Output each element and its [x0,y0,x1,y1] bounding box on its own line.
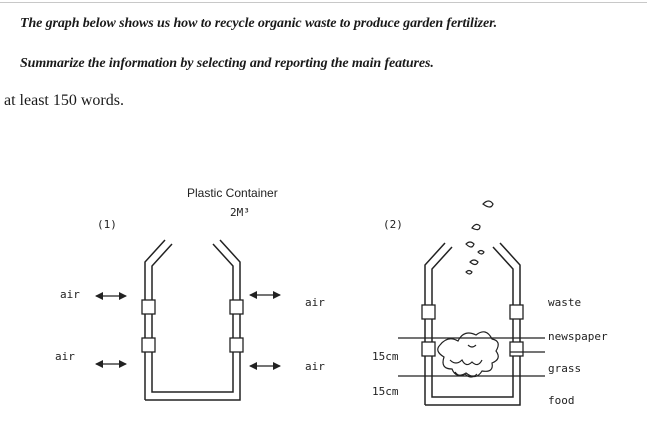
task-instruction: Summarize the information by selecting a… [20,56,434,71]
vent-hole [421,304,436,320]
air-label: air [55,350,75,363]
panel1-container [144,239,241,401]
vent-hole [141,299,156,315]
top-divider [0,2,647,3]
vent-hole [421,341,436,357]
layer-label-waste: waste [548,296,581,309]
task-description: The graph below shows us how to recycle … [20,16,498,31]
vent-hole [509,341,524,357]
word-requirement: at least 150 words. [4,92,124,109]
container-title: Plastic Container [187,186,278,200]
air-label: air [305,296,325,309]
panel2-vents [421,304,524,357]
air-arrows [95,291,281,370]
panel2-container [424,242,521,406]
depth-label: 15cm [372,385,399,398]
vent-hole [229,337,244,353]
vent-hole [509,304,524,320]
depth-label: 15cm [372,350,399,363]
vent-hole [141,337,156,353]
layer-label-newspaper: newspaper [548,330,608,343]
air-label: air [60,288,80,301]
layer-label-grass: grass [548,362,581,375]
air-label: air [305,360,325,373]
vent-hole [229,299,244,315]
panel2-number: (2) [383,218,403,231]
panel1-vents [141,299,244,353]
panel1-number: (1) [97,218,117,231]
layer-label-food: food [548,394,575,407]
waste-illustration [437,200,499,378]
container-size: 2M³ [230,206,250,219]
